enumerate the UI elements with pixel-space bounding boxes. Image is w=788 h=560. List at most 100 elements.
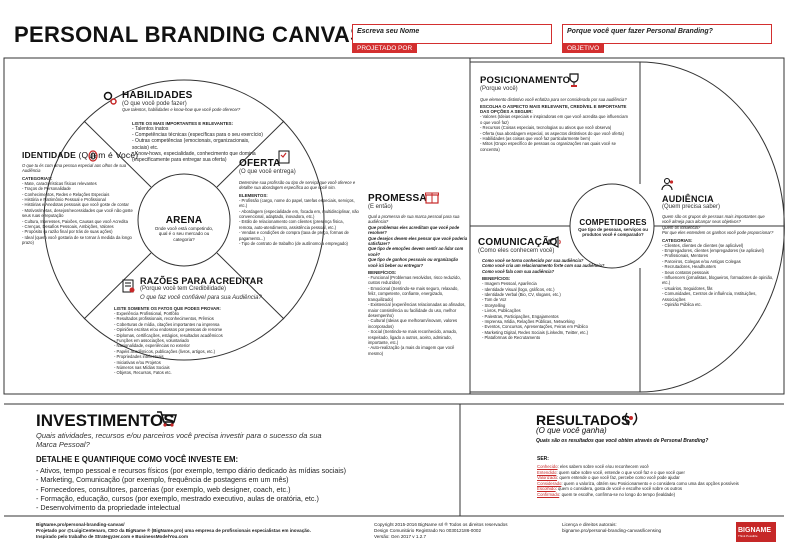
investimentos-item: Marketing, Comunicação (por exemplo, fre…: [36, 475, 346, 484]
objective-field[interactable]: Porque você quer fazer Personal Branding…: [562, 24, 772, 53]
razoes-item: - Números nas Mídias Sociais: [114, 365, 170, 371]
objective-tag: OBJETIVO: [562, 44, 605, 53]
audiencia-subtitle: (Quem precisa saber): [662, 204, 721, 210]
resultados-item: Considerado: quem o valoriza, obtém seu …: [537, 480, 739, 486]
oferta-block: OFERTA (O que você entrega): [239, 158, 296, 175]
resultados-subtitle: (O que você ganha): [536, 426, 607, 435]
comunicacao-item: - Imprensa, Mídia, Relações Públicas, Ne…: [482, 319, 575, 325]
name-field[interactable]: Escreva seu Nome PROJETADO POR: [352, 24, 552, 53]
name-placeholder: Escreva seu Nome: [357, 28, 420, 35]
comunicacao-item: - Eventos, Concursos, Apresentações, Fei…: [482, 324, 588, 330]
brand-name: BIGNAME: [738, 527, 772, 534]
audiencia-item: - Comunidades, Centros de influência, In…: [662, 291, 757, 302]
identidade-item: seus ruas e reputação: [22, 213, 64, 219]
promessa-bold-line: Que tipo de ganhos pessoais ou organizaç…: [368, 257, 459, 268]
investimentos-heading: DETALHE E QUANTIFIQUE COMO VOCÊ INVESTE …: [36, 455, 239, 464]
razoes-item: - Coberturas de mídia, citações importan…: [114, 321, 220, 327]
identidade-subtitle: (Quem é Você): [78, 150, 139, 160]
footer-license-link[interactable]: bigname.pro/personal-branding-canvas/lic…: [562, 528, 662, 533]
audiencia-title: AUDIÊNCIA: [662, 194, 714, 204]
brand-slogan: Think Possible: [738, 534, 758, 538]
razoes-item: - Funções em associações, voluntariado: [114, 338, 189, 344]
right-ellipse: [470, 61, 785, 393]
audiencia-item: - Parceiros, Colegas e/ou Antigos Colega…: [662, 258, 741, 264]
promessa-item: - Funcional (Problemas resolvidos, risco…: [368, 275, 461, 286]
spoke-tr: [216, 120, 285, 188]
razoes-block: RAZÕES PARA ACREDITAR (Porque você tem C…: [140, 276, 263, 301]
footer-inspiration: Inspirado pelo trabalho de Strategyzer.c…: [36, 534, 189, 539]
habilidades-title: HABILIDADES: [122, 90, 193, 101]
habilidades-item: - Outras competências (emocionais, organ…: [132, 138, 250, 151]
spoke-bl: [83, 252, 152, 320]
objective-placeholder: Porque você quer fazer Personal Branding…: [567, 28, 713, 35]
promessa-details: Qual a promessa de sua marca pessoal par…: [368, 214, 468, 356]
fingerprint-icon: [88, 150, 98, 162]
razoes-item: - Resultados profissionais, reconhecimen…: [114, 316, 214, 322]
razoes-list: LISTE SOMENTE OS FATOS QUE PODES PROVAR:…: [114, 306, 259, 376]
promessa-subtitle: (E então): [368, 204, 393, 210]
footer-credit: Projetado por @LuigiCentenaro, CEO da Bi…: [36, 528, 311, 533]
comunicacao-item: - Identidade Visual (logo, gráficos, etc…: [482, 286, 555, 292]
habilidades-block: HABILIDADES (O que você pode fazer) Que …: [122, 90, 240, 112]
identidade-question: O que tu és com uma pessoa especial aos …: [22, 163, 127, 174]
posicionamento-item: - Mitos (Grupo específico de pessoas ou …: [480, 141, 616, 152]
footer-left: BigName.pro/personal-branding-canvas/ Pr…: [36, 522, 311, 540]
audiencia-question: Quem são os grupos de pessoas mais impor…: [662, 214, 765, 225]
razoes-item: - Iniciativas e/ou Projetos: [114, 359, 161, 365]
identidade-item: - Crenças, Desafios Pessoais, Ambições, …: [22, 224, 114, 230]
left-circle: [43, 79, 325, 361]
audiencia-item: - Clientes, clientes de clientes (se apl…: [662, 242, 744, 248]
footer-design-reg: Design Comunitário Registrado No 0030121…: [374, 528, 481, 533]
arena-text: Onde você está competindo, qual é o seu …: [154, 226, 214, 242]
investimentos-list: Ativos, tempo pessoal e recursos físicos…: [36, 466, 346, 512]
audiencia-question: Por que eles entendem os ganhos você pod…: [662, 230, 774, 236]
identidade-item: - Propósito (a razão final por trás de s…: [22, 229, 113, 235]
razoes-item: - Papéis acadêmicos, publicações (livros…: [114, 348, 216, 354]
promessa-bold-line: Que desejos devem eles pensar que você p…: [368, 235, 468, 247]
posicionamento-item: - Recursos (Coisas especiais, tecnologia…: [480, 125, 612, 131]
audiencia-item: - Profissionais, Mentores: [662, 253, 709, 259]
razoes-item: - Opiniões escritas e/ou endossos por pe…: [114, 327, 223, 333]
footer-link[interactable]: BigName.pro/personal-branding-canvas/: [36, 522, 125, 527]
identidade-item: - Ideal (quem você gostaria de se tornar…: [22, 234, 132, 246]
spoke-br: [216, 252, 285, 320]
investimentos-question: Quais atividades, recursos e/ou parceiro…: [36, 431, 322, 449]
laurel-icon: [622, 410, 640, 428]
identidade-item: - Motivos/metas, desejos/necessidades qu…: [22, 207, 133, 213]
promessa-item: - Existencial (experiências relacionadas…: [368, 302, 466, 318]
comunicacao-item: - Storytelling: [482, 302, 506, 308]
page-title: PERSONAL BRANDING CANVAS: [14, 22, 366, 47]
investimentos-title: INVESTIMENTOS: [36, 411, 175, 430]
razoes-title: RAZÕES PARA ACREDITAR: [140, 276, 264, 286]
identidade-item: - História e Patrimônio Pessoal e Profis…: [22, 197, 106, 203]
habilidades-item: (especificamente para entregar sua ofert…: [132, 157, 227, 164]
comunicacao-item: - Identidade Verbal (Bio, CV, slogans, e…: [482, 292, 561, 298]
oferta-details: Determine sua profissão ou tipo de servi…: [239, 180, 359, 246]
resultados-item: Conhecido: eles sabem sobre você e/ou re…: [537, 464, 649, 469]
habilidades-item: - Talentos inatos: [132, 126, 169, 132]
posicionamento-details: Que elemento distintivo você enfatiza pa…: [480, 97, 630, 152]
promessa-item: - Cultural (Ideias que melhoram/inovam, …: [368, 318, 458, 329]
posicionamento-subtitle: (Porque você): [480, 86, 518, 92]
comunicacao-title: COMUNICAÇÃO: [478, 237, 558, 248]
promessa-title: PROMESSA: [368, 193, 427, 204]
comunicacao-block: COMUNICAÇÃO (Como eles conhecem você): [478, 237, 557, 254]
investimentos-item: Desenvolvimento da propriedade intelectu…: [36, 503, 346, 512]
habilidades-question: Que talentos, habilidades e know-how que…: [122, 107, 241, 112]
comunicacao-question: Como você fala com sua audiência?: [482, 268, 555, 274]
audiencia-item: - Opinião Pública etc.: [662, 302, 702, 308]
megaphone-icon: [548, 236, 562, 248]
audiencia-item: - Recrutadores, Headhunters: [662, 264, 716, 270]
comunicacao-item: - Tom de Voz: [482, 297, 507, 303]
resultados-see-label: SER:: [537, 456, 549, 462]
comunicacao-question: Como você se torna conhecido por sua aud…: [482, 258, 584, 263]
investimentos-item: Ativos, tempo pessoal e recursos físicos…: [36, 466, 346, 475]
posicionamento-title: POSICIONAMENTO: [480, 75, 571, 86]
oferta-item: - Vendas e condições de compra (taxa de …: [239, 230, 349, 241]
oferta-question: Determine sua profissão ou tipo de servi…: [239, 180, 356, 191]
habilidades-list-heading: LISTE OS MAIS IMPORTANTES E RELEVANTES:: [132, 121, 234, 126]
posicionamento-item: - Valores (Ideias especiais e inspirador…: [480, 114, 628, 125]
oferta-subtitle: (O que você entrega): [239, 169, 296, 175]
spoke-tl: [83, 120, 152, 188]
promessa-item: - Social (Sentindo-se mais reconhecido, …: [368, 329, 458, 345]
